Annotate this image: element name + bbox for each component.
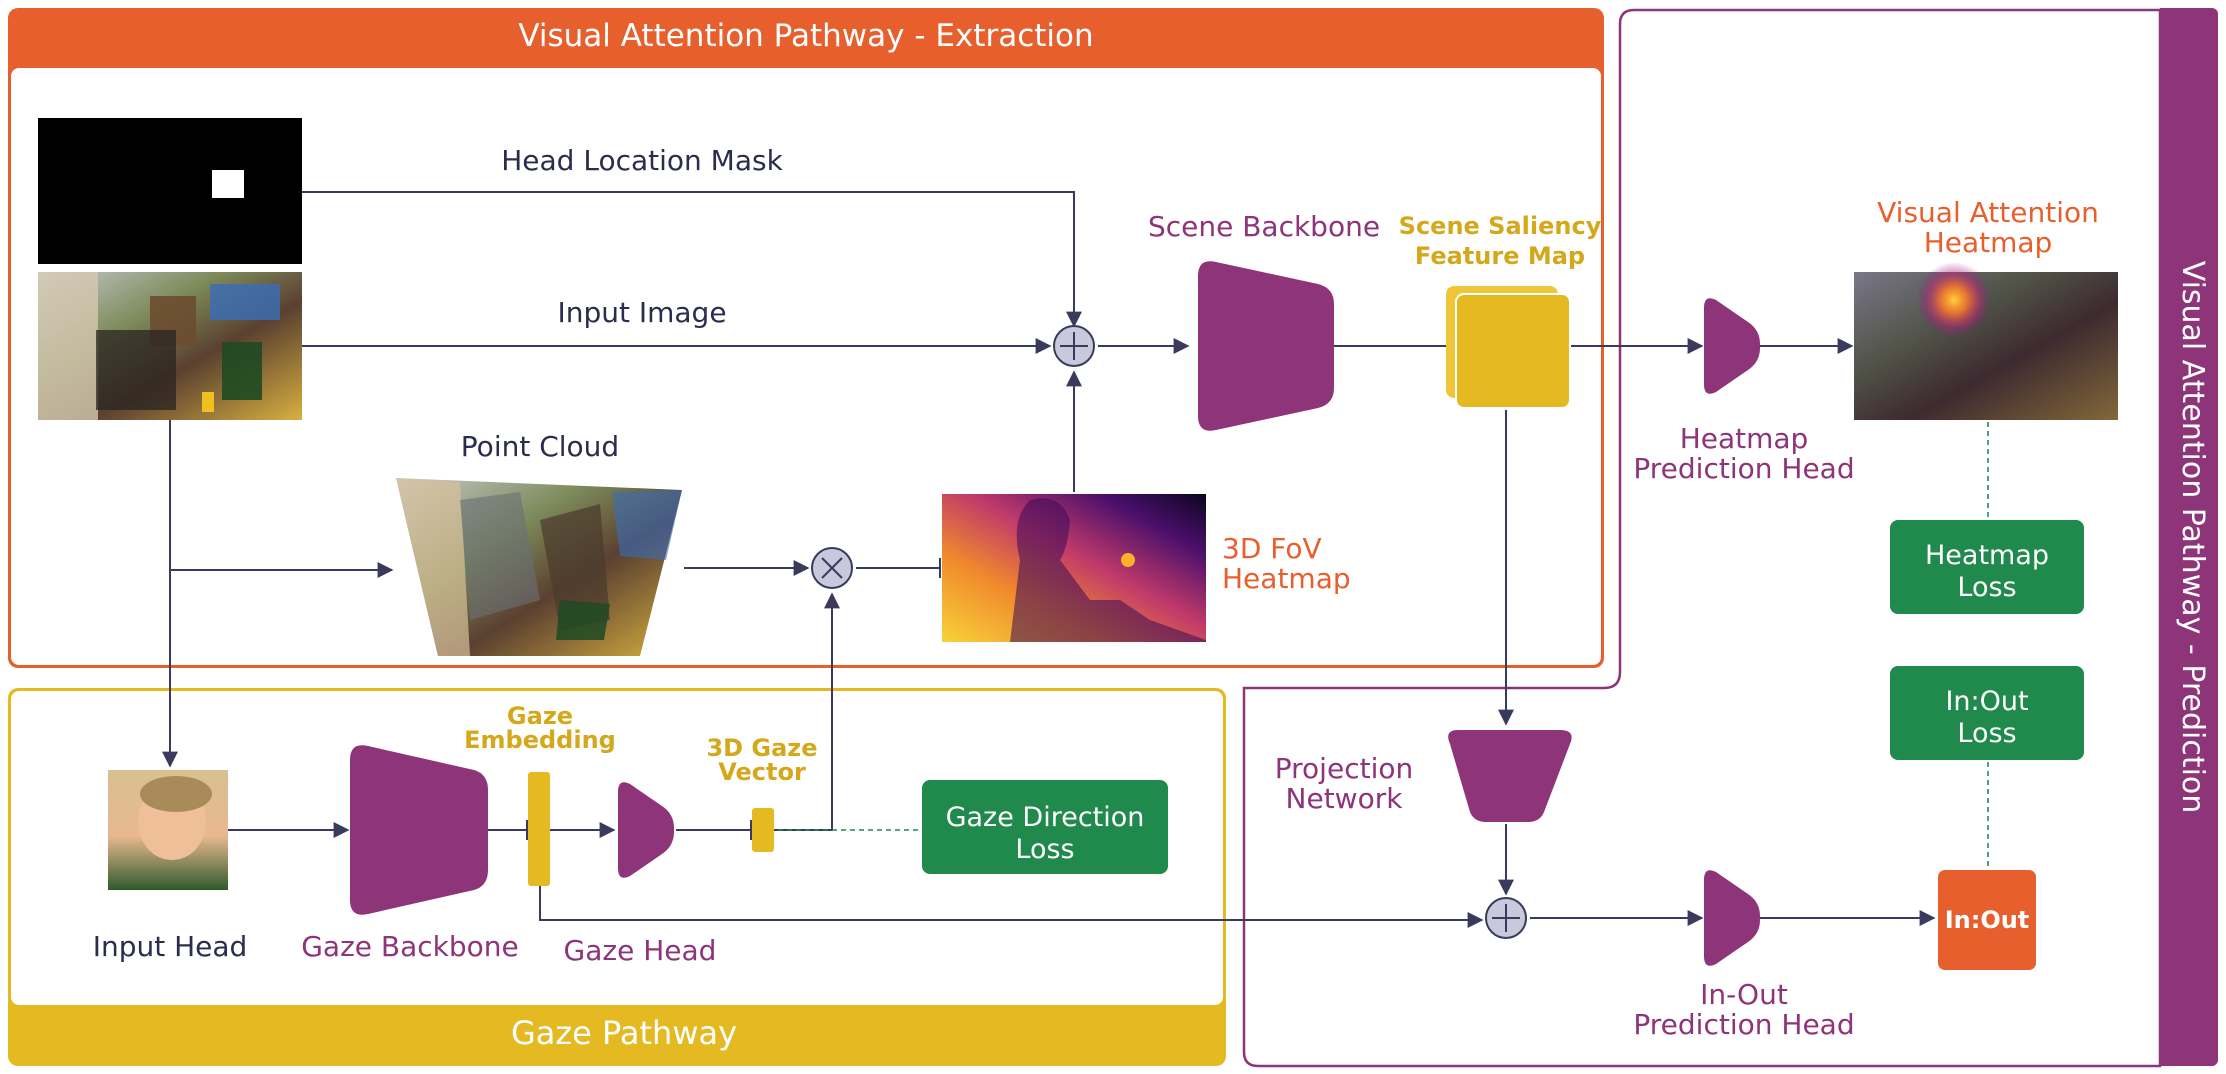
- circle-plus-icon: [1053, 325, 1095, 367]
- visual-attention-label-2: Heatmap: [1924, 226, 2053, 259]
- scene-backbone-label: Scene Backbone: [1148, 210, 1380, 243]
- svg-text:Heatmap: Heatmap: [1925, 540, 2049, 571]
- gaze-panel: Gaze Pathway: [8, 688, 1226, 1066]
- gaze-embedding: [528, 772, 550, 886]
- projection-network: [1448, 730, 1572, 822]
- projection-label-2: Network: [1286, 782, 1404, 815]
- gaze-embedding-label-1: Gaze: [507, 702, 573, 730]
- visual-attention-label-1: Visual Attention: [1877, 196, 2099, 229]
- gaze-title: Gaze Pathway: [511, 1014, 737, 1052]
- scene-saliency-label-1: Scene Saliency: [1399, 212, 1602, 240]
- svg-text:Loss: Loss: [1957, 572, 2016, 603]
- fov-heatmap-image: [942, 494, 1206, 642]
- svg-text:In:Out: In:Out: [1945, 686, 2028, 717]
- heatmap-head-label-2: Prediction Head: [1633, 452, 1854, 485]
- gaze-embedding-label-2: Embedding: [464, 726, 616, 754]
- prediction-panel: Visual Attention Pathway - Prediction: [1242, 8, 2218, 1068]
- input-image-label: Input Image: [557, 296, 726, 329]
- gaze-vector: [752, 808, 774, 852]
- inout-output-box: In:Out: [1938, 870, 2036, 970]
- svg-text:Loss: Loss: [1957, 718, 2016, 749]
- visual-attention-heatmap-image: [1854, 262, 2118, 420]
- gaze-vector-label-1: 3D Gaze: [706, 734, 817, 762]
- inout-head-label-2: Prediction Head: [1633, 1008, 1854, 1041]
- gaze-backbone: [350, 745, 488, 915]
- inout-head-label-1: In-Out: [1700, 978, 1788, 1011]
- prediction-title: Visual Attention Pathway - Prediction: [2175, 261, 2210, 814]
- gaze-vector-label-2: Vector: [718, 758, 806, 786]
- labels: Head Location Mask Input Image Point Clo…: [93, 144, 2099, 1041]
- scene-saliency-feature-map: [1446, 286, 1571, 409]
- head-location-mask-image: [38, 118, 302, 264]
- input-head-image: [108, 770, 228, 890]
- fov-heatmap-label-2: Heatmap: [1222, 562, 1351, 595]
- heatmap-loss-box: Heatmap Loss: [1890, 520, 2084, 614]
- projection-label-1: Projection: [1275, 752, 1413, 785]
- point-cloud-label: Point Cloud: [461, 430, 619, 463]
- connectors: [162, 191, 1989, 928]
- circle-times-icon: [811, 547, 853, 589]
- heatmap-head-label-1: Heatmap: [1680, 422, 1809, 455]
- input-head-label: Input Head: [93, 930, 248, 963]
- fov-heatmap-label-1: 3D FoV: [1222, 532, 1322, 565]
- circle-plus-icon-lower: [1485, 897, 1527, 939]
- gaze-head: [618, 782, 674, 878]
- gaze-head-label: Gaze Head: [564, 934, 717, 967]
- inout-loss-box: In:Out Loss: [1890, 666, 2084, 760]
- heatmap-prediction-head: [1704, 298, 1760, 394]
- svg-text:Gaze Direction: Gaze Direction: [946, 802, 1145, 833]
- svg-text:In:Out: In:Out: [1945, 906, 2030, 934]
- gaze-backbone-label: Gaze Backbone: [301, 930, 519, 963]
- svg-text:Loss: Loss: [1015, 834, 1074, 865]
- inout-prediction-head: [1704, 870, 1760, 966]
- extraction-title: Visual Attention Pathway - Extraction: [518, 18, 1093, 54]
- scene-backbone: [1198, 261, 1334, 431]
- input-image: [38, 272, 302, 420]
- head-location-mask-label: Head Location Mask: [501, 144, 783, 177]
- gaze-direction-loss-box: Gaze Direction Loss: [922, 780, 1168, 874]
- point-cloud-image: [396, 478, 682, 656]
- scene-saliency-label-2: Feature Map: [1415, 242, 1585, 270]
